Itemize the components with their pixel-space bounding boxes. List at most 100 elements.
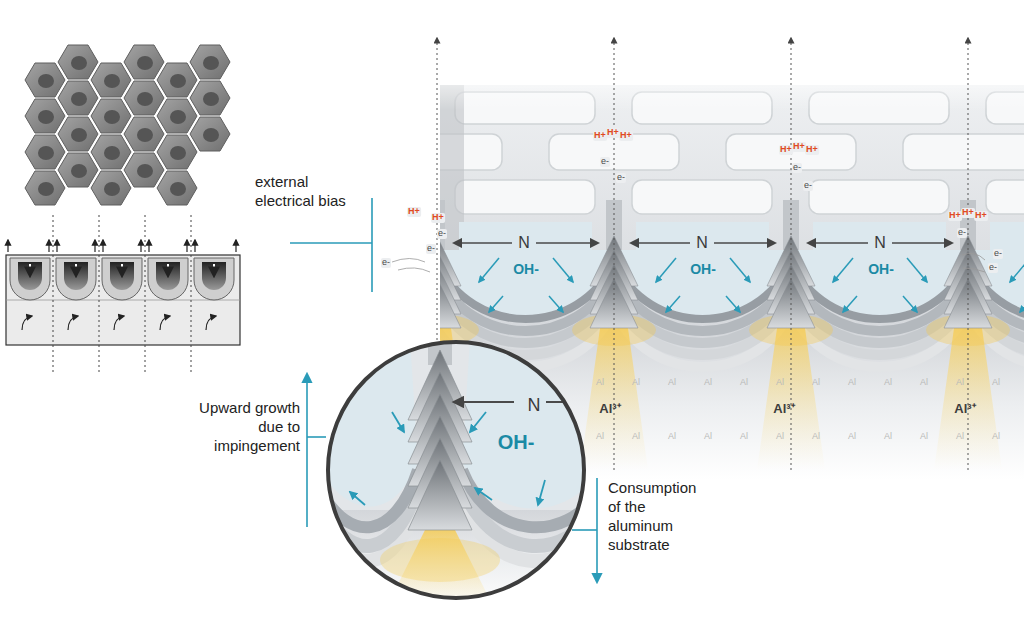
atom-label: Al xyxy=(596,432,604,442)
ion-label: H+ xyxy=(619,131,633,141)
illustration-part xyxy=(157,171,197,205)
dimension-label: N xyxy=(518,234,530,252)
illustration-part xyxy=(91,99,131,133)
illustration-part xyxy=(22,316,32,330)
illustration-part xyxy=(75,264,77,276)
dimension-label: N xyxy=(696,234,708,252)
cross-section xyxy=(6,215,240,372)
electron-label: e- xyxy=(993,249,1003,259)
atom-label: Al xyxy=(704,432,712,442)
illustration-part xyxy=(290,242,372,244)
atom-label: Al xyxy=(596,378,604,388)
hexagon-array xyxy=(25,45,230,205)
ion-label: H+ xyxy=(974,211,988,221)
ion-label: H+ xyxy=(606,128,620,138)
illustration-part xyxy=(190,45,230,79)
illustration-part xyxy=(186,240,187,252)
ion-label: Al³⁺ xyxy=(599,402,620,416)
atom-label: Al xyxy=(920,432,928,442)
illustration-part xyxy=(546,401,600,403)
atom-label: Al xyxy=(668,432,676,442)
illustration-part xyxy=(18,262,42,290)
atom-label: Al xyxy=(740,432,748,442)
illustration-part xyxy=(48,240,49,252)
illustration-part xyxy=(10,258,234,300)
atom-label: Al xyxy=(632,378,640,388)
illustration-part xyxy=(202,262,226,290)
atom-label: Al xyxy=(992,378,1000,388)
electron-label: e- xyxy=(957,228,967,238)
ion-label: Al³⁺ xyxy=(954,402,975,416)
illustration-part xyxy=(64,262,88,290)
illustration-part xyxy=(572,529,597,531)
illustration-part xyxy=(320,335,600,605)
illustration-part xyxy=(91,63,131,97)
ion-label: H+ xyxy=(407,207,421,217)
illustration-part xyxy=(121,264,123,276)
illustration-part xyxy=(307,436,326,438)
atom-label: Al xyxy=(992,432,1000,442)
electron-label: e- xyxy=(988,263,998,273)
illustration-part xyxy=(53,215,54,372)
ion-label: H+ xyxy=(805,145,819,155)
illustration-part xyxy=(124,117,164,151)
illustration-part xyxy=(632,180,772,214)
illustration-part xyxy=(538,480,545,505)
illustration-part xyxy=(25,63,65,97)
illustration-part xyxy=(124,45,164,79)
illustration-part xyxy=(157,135,197,169)
atom-label: Al xyxy=(776,432,784,442)
illustration-part xyxy=(392,259,425,263)
illustration-part xyxy=(986,180,1024,214)
illustration-part xyxy=(148,240,149,252)
illustration-part xyxy=(191,215,192,372)
illustration-part xyxy=(926,200,1024,470)
zoom-illustration xyxy=(320,335,600,610)
electron-label: e- xyxy=(437,229,447,239)
ion-label: Al³⁺ xyxy=(773,402,794,416)
atom-label: Al xyxy=(704,378,712,388)
illustration-part xyxy=(148,258,188,300)
ion-label: H+ xyxy=(948,211,962,221)
illustration-part xyxy=(25,135,65,169)
illustration-part xyxy=(30,264,214,276)
illustration-part xyxy=(160,316,170,330)
illustration-part xyxy=(808,242,868,244)
illustration-part xyxy=(440,60,1024,110)
illustration-part xyxy=(714,242,775,244)
illustration-part xyxy=(25,171,65,205)
illustration-part xyxy=(18,262,226,290)
ion-label: H+ xyxy=(961,208,975,218)
illustration-part xyxy=(58,117,98,151)
illustration-part xyxy=(194,258,234,300)
illustration-part xyxy=(110,262,134,290)
illustration-part xyxy=(91,171,131,205)
illustration-part xyxy=(462,470,600,527)
illustration-part xyxy=(454,401,514,403)
illustration-part xyxy=(903,134,1024,170)
ion-label: OH- xyxy=(513,262,539,277)
electron-paths xyxy=(392,253,985,272)
illustration-part xyxy=(892,242,952,244)
atom-label: Al xyxy=(884,378,892,388)
illustration-part xyxy=(124,81,164,115)
illustration-part xyxy=(408,350,472,530)
ion-label: OH- xyxy=(868,262,894,277)
illustration-part xyxy=(963,268,985,272)
illustration-part xyxy=(102,240,103,252)
dimension-label: N xyxy=(528,396,541,416)
illustration-part xyxy=(235,240,236,252)
callout-label: Upward growth due to impingement xyxy=(180,398,300,455)
electron-label: e- xyxy=(381,258,391,268)
illustration-part xyxy=(475,488,492,500)
illustration-part xyxy=(350,412,545,505)
illustration-part xyxy=(157,63,197,97)
illustration-part xyxy=(190,81,230,115)
illustration-part xyxy=(102,258,142,300)
ion-label: H+ xyxy=(779,145,793,155)
atom-label: Al xyxy=(848,432,856,442)
illustration-part xyxy=(167,264,169,276)
illustration-part xyxy=(157,99,197,133)
callout-label: external electrical bias xyxy=(255,172,355,210)
